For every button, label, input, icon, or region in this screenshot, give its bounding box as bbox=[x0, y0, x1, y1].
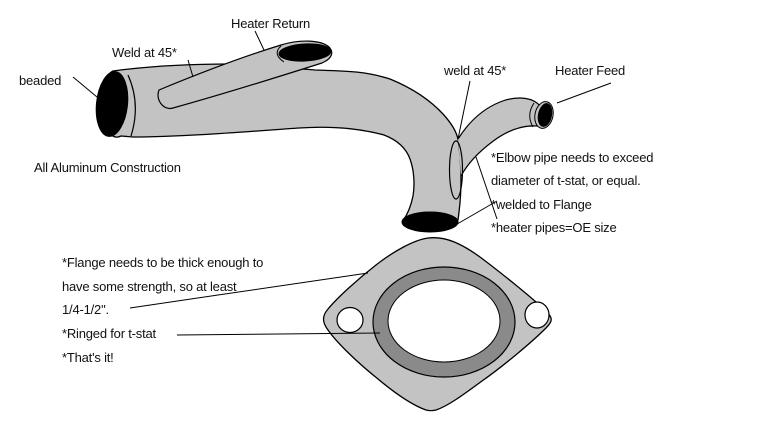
weld-seam-ellipse bbox=[448, 140, 464, 200]
leader-welded-to-flange bbox=[451, 200, 498, 228]
leader-weld-45-right bbox=[457, 80, 471, 140]
label-heater-return: Heater Return bbox=[231, 16, 311, 31]
bolt-hole-right bbox=[524, 301, 550, 329]
note-thats-it: *That's it! bbox=[62, 349, 114, 365]
label-heater-feed: Heater Feed bbox=[555, 63, 626, 78]
note-flange-thickness-2: have some strength, so at least bbox=[62, 278, 237, 294]
leader-flange-thickness bbox=[129, 272, 369, 309]
leader-heater-return bbox=[254, 30, 265, 51]
elbow-bottom-opening bbox=[401, 211, 459, 233]
note-flange-thickness-3: 1/4-1/2". bbox=[62, 302, 109, 318]
heater-return-opening bbox=[278, 43, 332, 62]
note-heater-pipes-oe-size: *heater pipes=OE size bbox=[491, 220, 617, 236]
label-weld-at-45-right: weld at 45* bbox=[444, 63, 507, 78]
bead-ring-line bbox=[127, 74, 136, 137]
heater-feed-opening bbox=[537, 103, 553, 127]
label-weld-at-45-top: Weld at 45* bbox=[112, 45, 177, 60]
leader-weld-45-top bbox=[187, 59, 194, 78]
leader-heater-feed bbox=[556, 82, 612, 104]
heater-feed-tube-fill bbox=[458, 97, 542, 176]
note-elbow-line-1: *Elbow pipe needs to exceed bbox=[491, 150, 654, 165]
note-flange-thickness-1: *Flange needs to be thick enough to bbox=[62, 255, 264, 270]
beaded-end-opening bbox=[95, 71, 129, 137]
note-ringed-for-t-stat: *Ringed for t-stat bbox=[62, 326, 156, 342]
notes-elbow-and-flange: *Elbow pipe needs to exceed diameter of … bbox=[491, 146, 653, 240]
leader-beaded bbox=[72, 76, 98, 98]
bolt-hole-left bbox=[336, 306, 364, 334]
leader-ringed-for-t-stat bbox=[176, 332, 381, 336]
leader-heater-pipes bbox=[475, 156, 498, 220]
note-elbow-line-2: diameter of t-stat, or equal. bbox=[491, 173, 641, 189]
note-welded-to-flange: *welded to Flange bbox=[491, 196, 592, 212]
heater-return-bead-line bbox=[276, 45, 285, 63]
label-all-aluminum-construction: All Aluminum Construction bbox=[34, 160, 181, 175]
flange-bore bbox=[387, 279, 501, 363]
main-pipe-body bbox=[100, 63, 462, 230]
notes-flange-requirements: *Flange needs to be thick enough to have… bbox=[62, 251, 263, 370]
label-beaded: beaded bbox=[19, 73, 62, 88]
heater-feed-bead-line bbox=[529, 102, 535, 128]
